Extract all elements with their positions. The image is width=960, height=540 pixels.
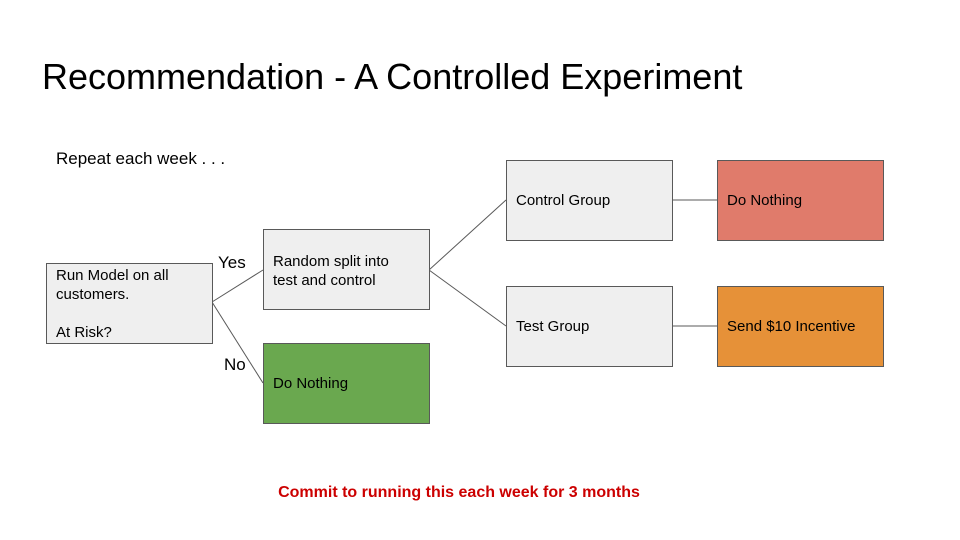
node-send-incentive: Send $10 Incentive bbox=[717, 286, 884, 367]
slide-title: Recommendation - A Controlled Experiment bbox=[42, 56, 743, 97]
connector-run-model-to-do-nothing bbox=[211, 301, 264, 384]
node-do-nothing-no-label: Do Nothing bbox=[273, 375, 349, 392]
node-run-model-label: Run Model on all customers. At Risk? bbox=[56, 267, 169, 341]
node-run-model: Run Model on all customers. At Risk? bbox=[46, 263, 213, 344]
node-do-nothing-no: Do Nothing bbox=[263, 343, 430, 424]
node-do-nothing-control: Do Nothing bbox=[717, 160, 884, 241]
footer-commitment: Commit to running this each week for 3 m… bbox=[278, 484, 640, 501]
slide-subtitle: Repeat each week . . . bbox=[56, 149, 226, 168]
connector-random-split-to-test-group bbox=[428, 269, 507, 327]
node-control-group-label: Control Group bbox=[516, 192, 611, 209]
node-random-split-label: Random split into test and control bbox=[273, 253, 389, 289]
node-send-incentive-label: Send $10 Incentive bbox=[727, 318, 856, 335]
edge-label-yes: Yes bbox=[218, 253, 246, 272]
edge-label-no: No bbox=[224, 355, 246, 374]
node-random-split: Random split into test and control bbox=[263, 229, 430, 310]
connector-run-model-to-random-split bbox=[211, 269, 264, 303]
node-test-group-label: Test Group bbox=[516, 318, 590, 335]
node-test-group: Test Group bbox=[506, 286, 673, 367]
node-do-nothing-control-label: Do Nothing bbox=[727, 192, 803, 209]
node-control-group: Control Group bbox=[506, 160, 673, 241]
connector-random-split-to-control-group bbox=[428, 199, 507, 271]
